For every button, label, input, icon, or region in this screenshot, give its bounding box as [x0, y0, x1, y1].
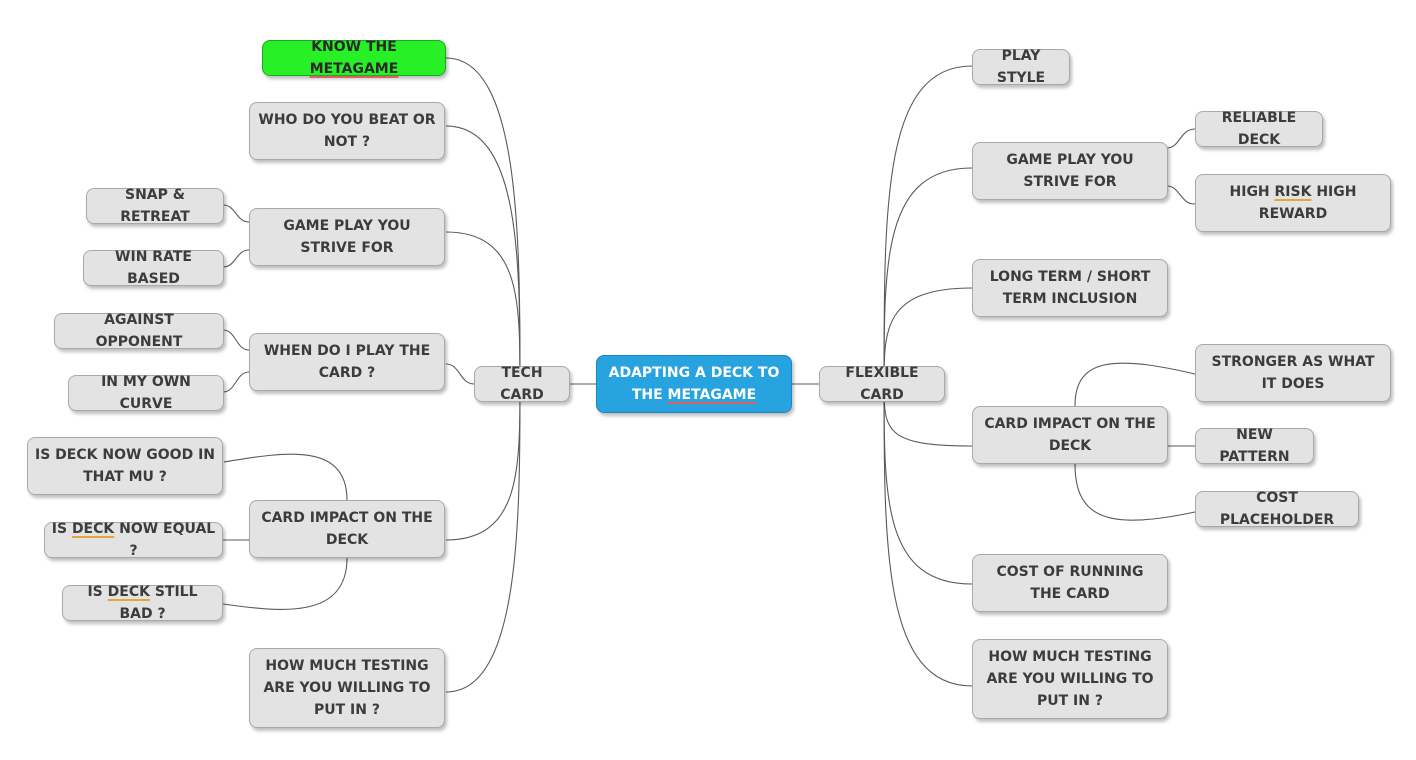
link-flex-longterm — [883, 287, 973, 385]
deck-good-node[interactable]: IS DECK NOW GOOD IN THAT MU ? — [27, 437, 223, 495]
win-rate-node[interactable]: WIN RATE BASED — [83, 249, 224, 287]
link-flex-running — [883, 383, 973, 585]
tech-gameplay-node[interactable]: GAME PLAY YOU STRIVE FOR — [249, 208, 445, 266]
who-beat-node[interactable]: WHO DO YOU BEAT OR NOT ? — [249, 102, 445, 160]
link-flex-testing — [883, 383, 973, 687]
link-gameplay-winrate — [222, 249, 250, 268]
link-tech-when — [445, 363, 475, 385]
play-style-node[interactable]: PLAY STYLE — [972, 48, 1070, 86]
flex-gameplay-node[interactable]: GAME PLAY YOU STRIVE FOR — [972, 142, 1168, 200]
link-impact-good — [223, 453, 348, 501]
long-term-node[interactable]: LONG TERM / SHORT TERM INCLUSION — [972, 259, 1168, 317]
link-flex-playstyle — [883, 65, 973, 385]
link-tech-testing — [445, 383, 521, 693]
tech-testing-node[interactable]: HOW MUCH TESTING ARE YOU WILLING TO PUT … — [249, 648, 445, 728]
flex-testing-node[interactable]: HOW MUCH TESTING ARE YOU WILLING TO PUT … — [972, 639, 1168, 719]
link-fimpact-cost — [1074, 463, 1196, 521]
cost-running-node[interactable]: COST OF RUNNING THE CARD — [972, 554, 1168, 612]
link-fgameplay-reliable — [1166, 128, 1196, 149]
link-tech-gameplay — [445, 231, 521, 385]
link-fgameplay-highrisk — [1166, 185, 1196, 205]
when-play-node[interactable]: WHEN DO I PLAY THE CARD ? — [249, 333, 445, 391]
know-metagame-node[interactable]: KNOW THE METAGAME — [262, 39, 446, 77]
reliable-deck-node[interactable]: RELIABLE DECK — [1195, 110, 1323, 148]
cost-placeholder-node[interactable]: COST PLACEHOLDER — [1195, 490, 1359, 528]
flexible-card-node[interactable]: FLEXIBLE CARD — [819, 365, 945, 403]
link-flex-gameplay — [883, 167, 973, 385]
spellcheck-underline-metagame: METAGAME — [667, 387, 757, 403]
snap-retreat-node[interactable]: SNAP & RETREAT — [86, 187, 224, 225]
link-impact-bad — [222, 557, 348, 610]
deck-bad-node[interactable]: IS DECK STILL BAD ? — [62, 584, 223, 622]
new-pattern-node[interactable]: NEW PATTERN — [1195, 427, 1314, 465]
flex-impact-node[interactable]: CARD IMPACT ON THE DECK — [972, 406, 1168, 464]
own-curve-node[interactable]: IN MY OWN CURVE — [68, 374, 224, 412]
against-opponent-node[interactable]: AGAINST OPPONENT — [54, 312, 224, 350]
link-when-curve — [222, 371, 250, 393]
tech-card-node[interactable]: TECH CARD — [474, 365, 570, 403]
link-fimpact-stronger — [1074, 362, 1196, 407]
deck-equal-node[interactable]: IS DECK NOW EQUAL ? — [44, 521, 223, 559]
stronger-node[interactable]: STRONGER AS WHAT IT DOES — [1195, 344, 1391, 402]
link-tech-know — [445, 57, 521, 385]
link-gameplay-snap — [222, 204, 250, 223]
high-risk-node[interactable]: HIGH RISK HIGH REWARD — [1195, 174, 1391, 232]
tech-impact-node[interactable]: CARD IMPACT ON THE DECK — [249, 500, 445, 558]
link-tech-impact — [445, 383, 521, 541]
link-when-against — [222, 329, 250, 351]
link-tech-who — [445, 125, 521, 385]
